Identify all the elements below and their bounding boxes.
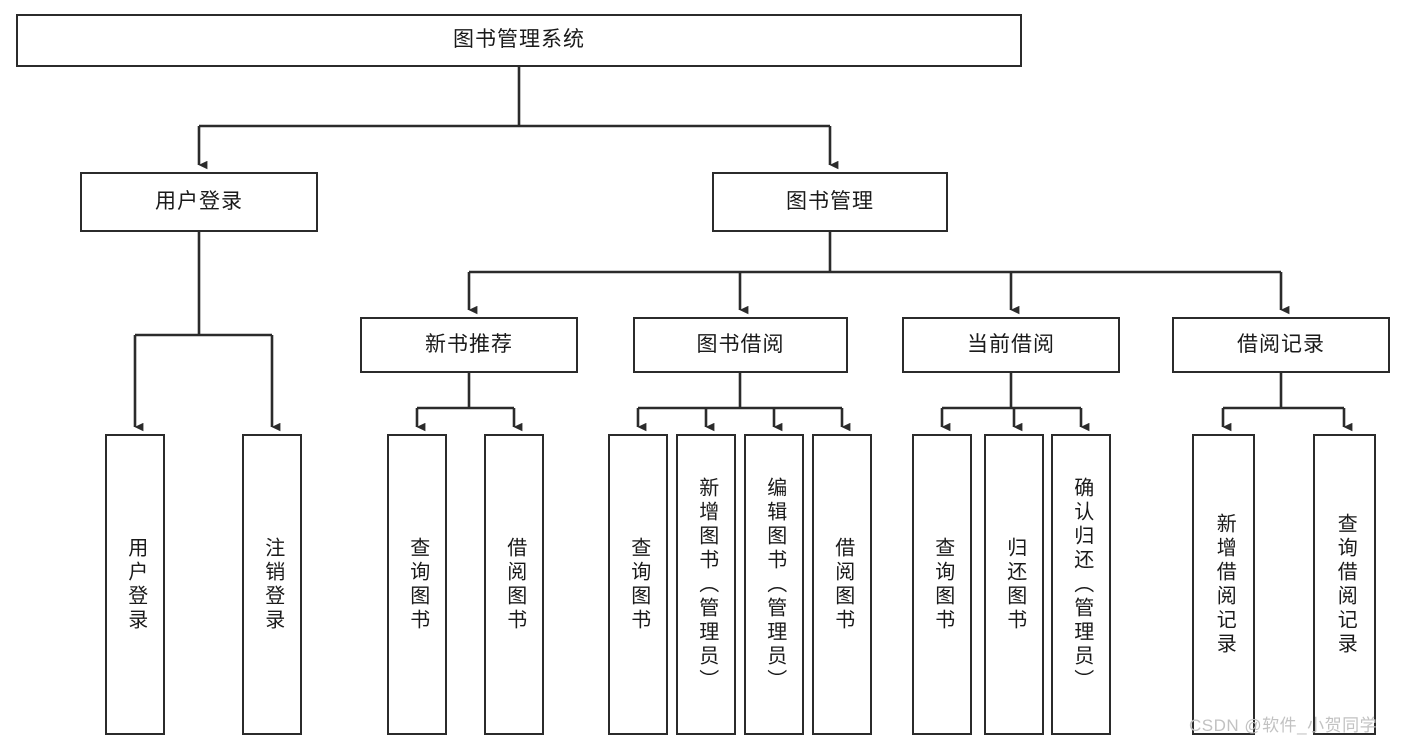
node-book-borrow-label: 图书借阅 [696,332,785,356]
leaf-return-book[interactable]: 归还图书 [984,434,1044,735]
node-root[interactable]: 图书管理系统 [16,14,1022,67]
node-user-login-label: 用户登录 [155,189,243,213]
node-current-borrow-label: 当前借阅 [967,332,1055,356]
node-new-book-recommend-label: 新书推荐 [425,332,513,356]
node-new-book-recommend[interactable]: 新书推荐 [360,317,578,373]
leaf-user-login-label: 用户登录 [124,536,147,633]
leaf-query-borrow-record-label: 查询借阅记录 [1334,512,1357,657]
leaf-borrow-book-recommend[interactable]: 借阅图书 [484,434,544,735]
node-root-label: 图书管理系统 [453,28,585,52]
node-user-login[interactable]: 用户登录 [80,172,318,232]
node-current-borrow[interactable]: 当前借阅 [902,317,1120,373]
node-book-management-label: 图书管理 [786,189,874,213]
leaf-query-borrow-record[interactable]: 查询借阅记录 [1313,434,1376,735]
node-book-management[interactable]: 图书管理 [712,172,948,232]
leaf-query-book-recommend[interactable]: 查询图书 [387,434,447,735]
leaf-query-book-recommend-label: 查询图书 [406,536,429,633]
leaf-confirm-return-admin-label: 确认归还（管理员） [1070,476,1093,693]
leaf-logout-label: 注销登录 [261,536,284,633]
leaf-edit-book-admin[interactable]: 编辑图书（管理员） [744,434,804,735]
leaf-logout[interactable]: 注销登录 [242,434,302,735]
leaf-return-book-label: 归还图书 [1003,536,1026,633]
leaf-query-book-current-label: 查询图书 [931,536,954,633]
node-borrow-record[interactable]: 借阅记录 [1172,317,1390,373]
leaf-edit-book-admin-label: 编辑图书（管理员） [763,476,786,693]
node-book-borrow[interactable]: 图书借阅 [633,317,848,373]
leaf-add-borrow-record-label: 新增借阅记录 [1213,512,1236,657]
leaf-query-book-current[interactable]: 查询图书 [912,434,972,735]
leaf-add-book-admin[interactable]: 新增图书（管理员） [676,434,736,735]
leaf-add-book-admin-label: 新增图书（管理员） [695,476,718,693]
leaf-borrow-book[interactable]: 借阅图书 [812,434,872,735]
leaf-user-login[interactable]: 用户登录 [105,434,165,735]
csdn-watermark: CSDN @软件_小贺同学 [1189,716,1378,735]
leaf-query-book-borrow-label: 查询图书 [627,536,650,633]
leaf-borrow-book-recommend-label: 借阅图书 [503,536,526,633]
leaf-borrow-book-label: 借阅图书 [831,536,854,633]
leaf-confirm-return-admin[interactable]: 确认归还（管理员） [1051,434,1111,735]
node-borrow-record-label: 借阅记录 [1237,332,1325,356]
leaf-query-book-borrow[interactable]: 查询图书 [608,434,668,735]
leaf-add-borrow-record[interactable]: 新增借阅记录 [1192,434,1255,735]
